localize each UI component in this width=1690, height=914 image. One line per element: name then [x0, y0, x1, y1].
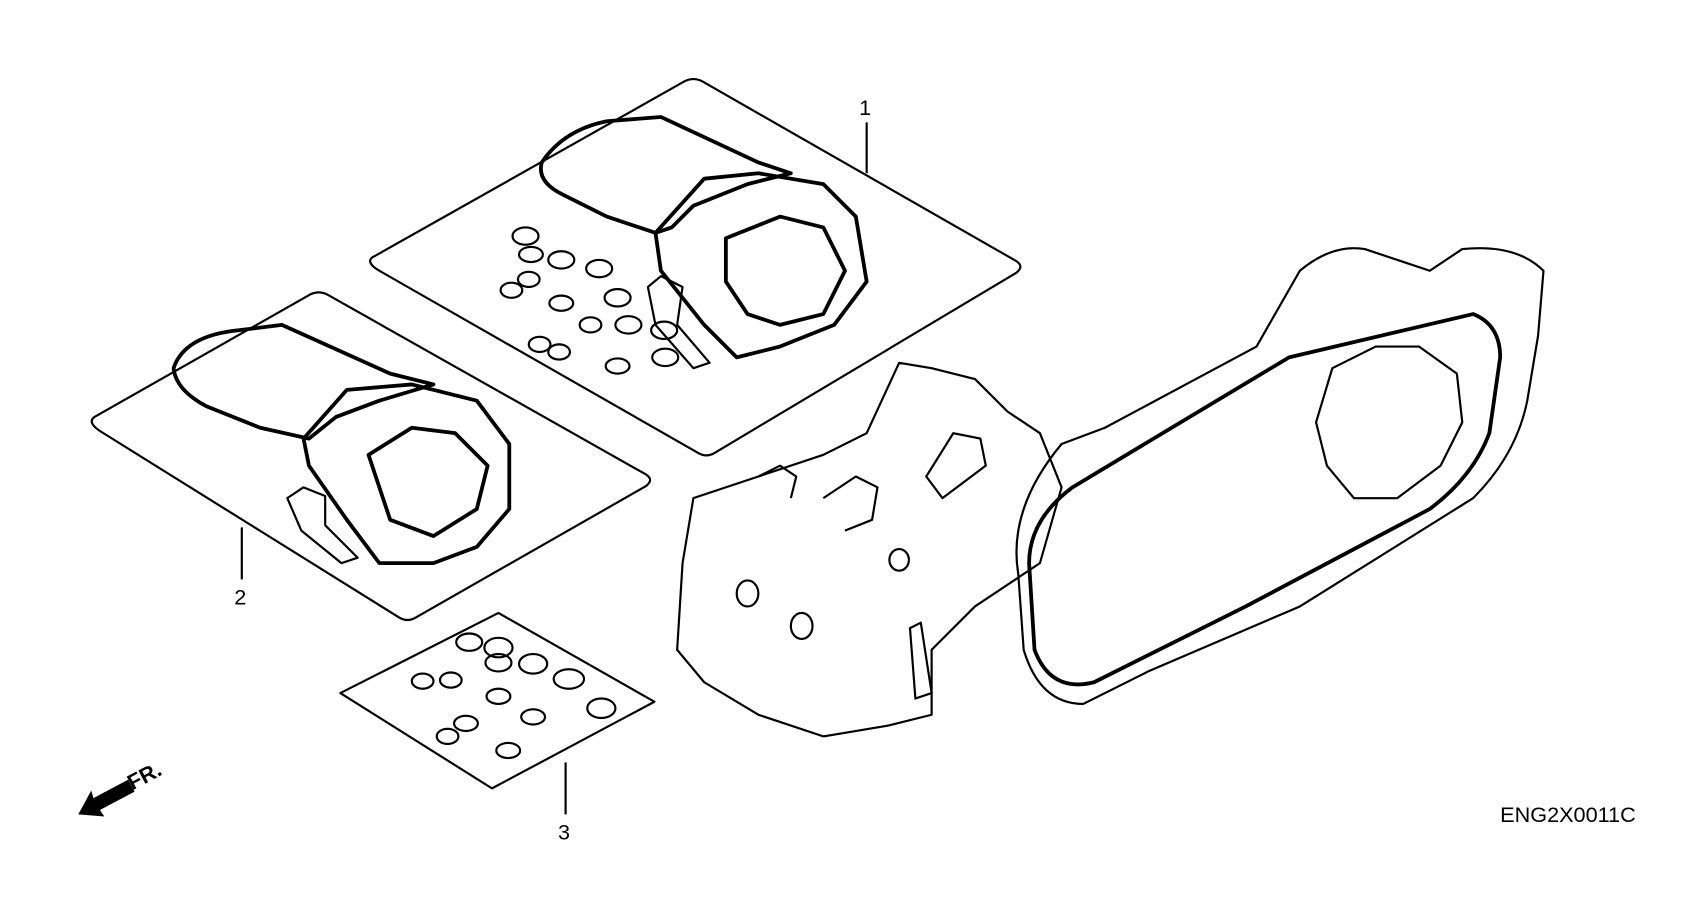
callout-3-label: 3 [558, 819, 570, 844]
front-arrow-icon [78, 779, 135, 817]
gasket-1b [653, 171, 869, 360]
port-2 [789, 611, 814, 641]
sheet-3-outline [339, 611, 656, 790]
gasket-2a [171, 322, 436, 441]
sheet-2-outline [90, 291, 652, 622]
o-rings-3 [410, 632, 617, 760]
crankcase-cover [1015, 247, 1545, 705]
sheet-1-outline [369, 77, 1022, 457]
gasket-1c [723, 214, 847, 327]
callout-2-label: 2 [234, 584, 246, 609]
callout-2: 2 [234, 527, 246, 609]
gasket-1d [646, 275, 711, 370]
callout-3: 3 [558, 762, 570, 844]
engine-assembly [676, 247, 1545, 738]
gasket-kit-2 [90, 291, 652, 622]
o-rings-1 [499, 226, 680, 375]
gasket-2b [301, 382, 512, 566]
gasket-2c [366, 425, 490, 538]
diagram-code: ENG2X0011C [1500, 802, 1636, 827]
head-detail [757, 432, 987, 700]
cover-gasket [1027, 312, 1503, 687]
port-3 [888, 547, 910, 572]
gasket-1a [539, 115, 793, 235]
cylinder-head [676, 361, 1063, 738]
callout-1-label: 1 [859, 95, 871, 120]
callout-1: 1 [859, 95, 871, 174]
gasket-2d [286, 486, 359, 565]
front-direction-marker: FR. [78, 757, 166, 817]
clutch-opening [1314, 345, 1464, 500]
o-ring-kit-3 [339, 611, 656, 790]
port-1 [735, 579, 760, 608]
gasket-kit-1 [369, 77, 1022, 457]
